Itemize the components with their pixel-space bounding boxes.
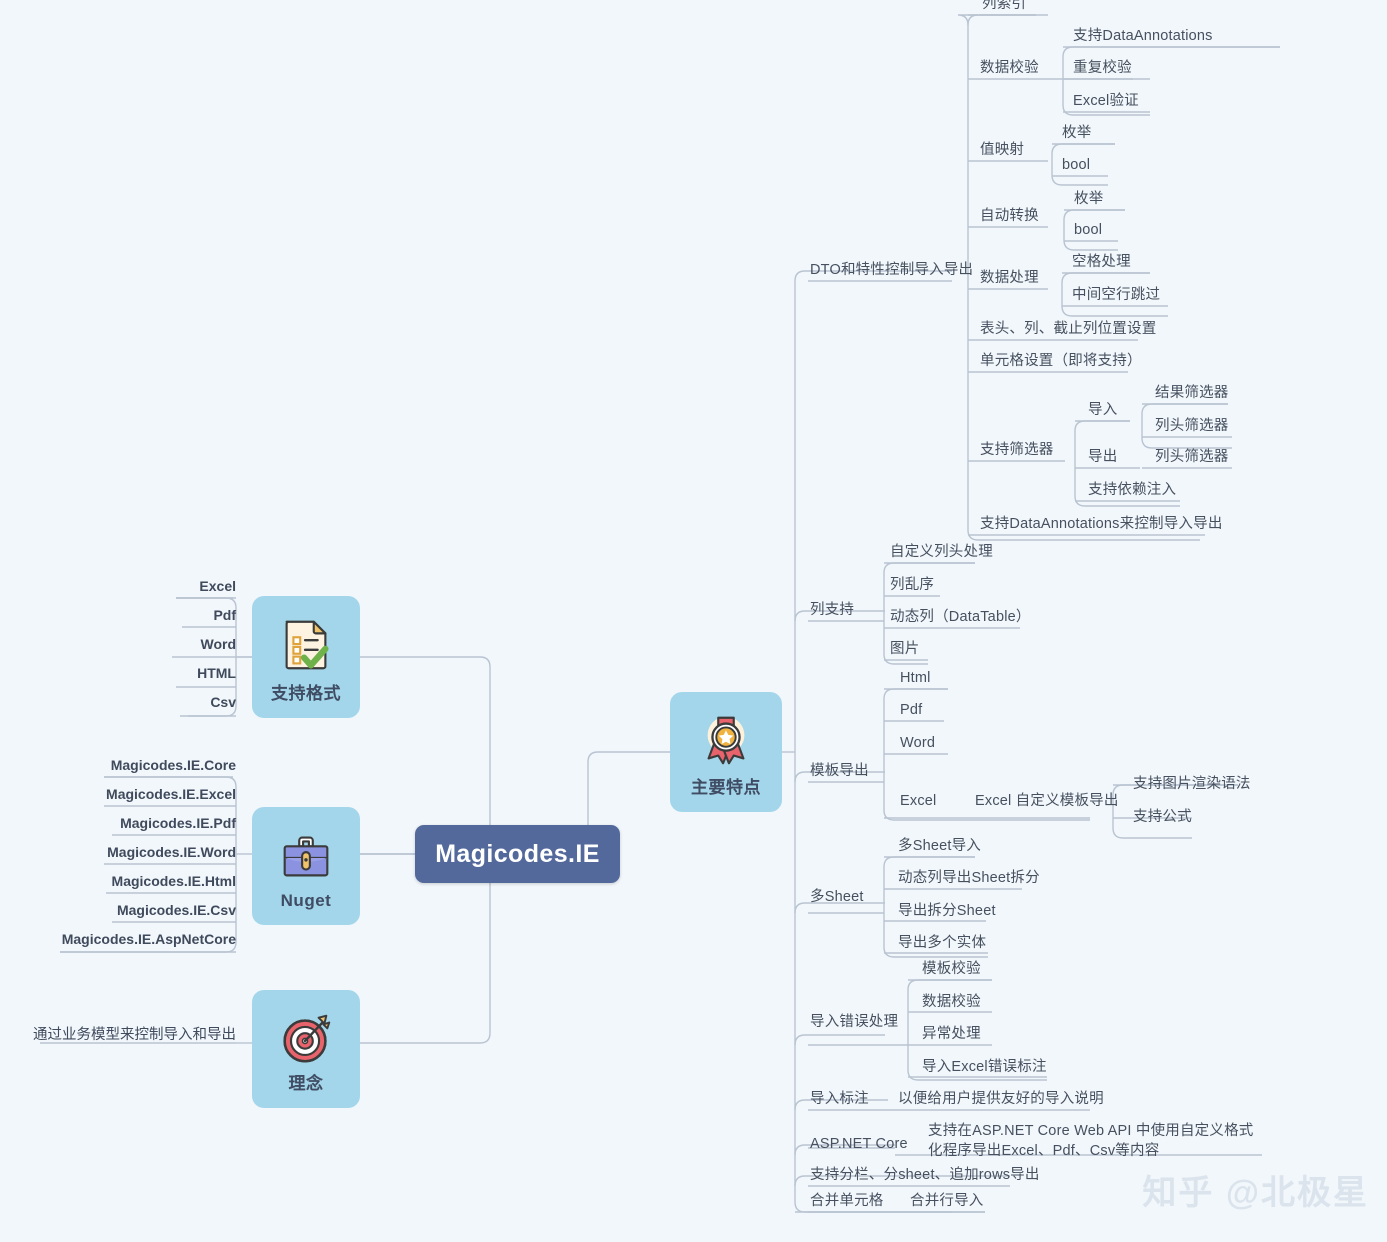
node-import-notes-desc[interactable]: 以便给用户提供友好的导入说明 — [898, 1091, 1104, 1107]
node-export-header-filter[interactable]: 列头筛选器 — [1155, 449, 1229, 465]
leaf-philosophy-desc: 通过业务模型来控制导入和导出 — [33, 1027, 236, 1043]
node-col-image[interactable]: 图片 — [890, 641, 920, 657]
node-dto-cellsetting[interactable]: 单元格设置（即将支持） — [980, 353, 1142, 369]
leaf-format-pdf: Pdf — [213, 607, 236, 623]
card-main-features-label: 主要特点 — [691, 778, 761, 797]
node-err-exception[interactable]: 异常处理 — [922, 1026, 981, 1042]
root-label: Magicodes.IE — [435, 839, 600, 868]
node-autoconv-bool[interactable]: bool — [1074, 222, 1103, 238]
node-validation-duplicate[interactable]: 重复校验 — [1073, 60, 1132, 76]
card-formats-label: 支持格式 — [271, 684, 341, 703]
node-tpl-html[interactable]: Html — [900, 670, 931, 686]
leaf-nuget-html: Magicodes.IE.Html — [111, 873, 236, 889]
node-dto-dataproc[interactable]: 数据处理 — [980, 270, 1039, 286]
root-node[interactable]: Magicodes.IE — [415, 825, 620, 883]
node-dto-dataannotations[interactable]: 支持DataAnnotations来控制导入导出 — [980, 516, 1223, 532]
node-validation-dataannotations[interactable]: 支持DataAnnotations — [1073, 28, 1213, 44]
node-dto-validation[interactable]: 数据校验 — [980, 60, 1039, 76]
leaf-nuget-excel: Magicodes.IE.Excel — [106, 786, 236, 802]
target-icon — [283, 1014, 331, 1063]
node-err-excel-mark[interactable]: 导入Excel错误标注 — [922, 1059, 1047, 1075]
node-autoconv-enum[interactable]: 枚举 — [1074, 191, 1104, 207]
leaf-nuget-core: Magicodes.IE.Core — [110, 757, 236, 773]
node-col-dynamic[interactable]: 动态列（DataTable） — [890, 609, 1031, 625]
node-column-sheet-rows[interactable]: 支持分栏、分sheet、追加rows导出 — [810, 1167, 1040, 1183]
node-col-shuffle[interactable]: 列乱序 — [890, 577, 935, 593]
node-validation-excel[interactable]: Excel验证 — [1073, 93, 1139, 109]
briefcase-icon — [283, 836, 329, 877]
node-merge-rows-import[interactable]: 合并行导入 — [910, 1193, 984, 1209]
node-filters-import[interactable]: 导入 — [1088, 402, 1118, 418]
leaf-nuget-csv: Magicodes.IE.Csv — [116, 902, 236, 918]
leaf-format-html: HTML — [197, 665, 236, 681]
leaf-format-csv: Csv — [210, 694, 236, 710]
node-aspnetcore-desc[interactable]: 支持在ASP.NET Core Web API 中使用自定义格式化程序导出Exc… — [928, 1123, 1254, 1160]
medal-icon — [707, 716, 745, 765]
node-tpl-word[interactable]: Word — [900, 735, 936, 751]
card-nuget-label: Nuget — [280, 891, 332, 910]
node-ms-export-split[interactable]: 导出拆分Sheet — [898, 903, 996, 919]
node-err-template[interactable]: 模板校验 — [922, 961, 981, 977]
node-import-header-filter[interactable]: 列头筛选器 — [1155, 418, 1229, 434]
node-err-data[interactable]: 数据校验 — [922, 994, 981, 1010]
node-tpl-excel-imgsyntax[interactable]: 支持图片渲染语法 — [1133, 776, 1251, 792]
card-philosophy[interactable]: 理念 — [252, 990, 360, 1108]
card-main-features[interactable]: 主要特点 — [670, 692, 782, 812]
node-valuemap-bool[interactable]: bool — [1062, 157, 1091, 173]
card-formats[interactable]: 支持格式 — [252, 596, 360, 718]
document-checklist-icon — [285, 620, 329, 670]
card-philosophy-label: 理念 — [288, 1074, 324, 1093]
leaf-format-excel: Excel — [199, 578, 236, 594]
node-tpl-excel[interactable]: Excel — [900, 793, 937, 809]
node-dto-valuemap[interactable]: 值映射 — [980, 142, 1025, 158]
node-ms-multi-entity[interactable]: 导出多个实体 — [898, 935, 987, 951]
node-aspnetcore[interactable]: ASP.NET Core — [810, 1136, 908, 1152]
node-filters-export[interactable]: 导出 — [1088, 449, 1118, 465]
node-dto-header-col[interactable]: 表头、列、截止列位置设置 — [980, 321, 1157, 337]
leaf-nuget-word: Magicodes.IE.Word — [107, 844, 236, 860]
node-dto[interactable]: DTO和特性控制导入导出 — [810, 262, 974, 278]
node-dto-col-index[interactable]: 列索引 — [982, 0, 1027, 12]
node-tpl-excel-custom[interactable]: Excel 自定义模板导出 — [975, 793, 1119, 809]
node-col-custom-header[interactable]: 自定义列头处理 — [890, 544, 993, 560]
card-nuget[interactable]: Nuget — [252, 807, 360, 925]
leaf-nuget-pdf: Magicodes.IE.Pdf — [120, 815, 236, 831]
node-template-export[interactable]: 模板导出 — [810, 763, 869, 779]
leaf-format-word: Word — [200, 636, 236, 652]
node-tpl-excel-formula[interactable]: 支持公式 — [1133, 809, 1192, 825]
node-column-support[interactable]: 列支持 — [810, 602, 855, 618]
node-tpl-pdf[interactable]: Pdf — [900, 702, 923, 718]
node-ms-import[interactable]: 多Sheet导入 — [898, 838, 981, 854]
node-import-errors[interactable]: 导入错误处理 — [810, 1014, 899, 1030]
node-import-result-filter[interactable]: 结果筛选器 — [1155, 385, 1229, 401]
node-import-notes[interactable]: 导入标注 — [810, 1091, 869, 1107]
node-valuemap-enum[interactable]: 枚举 — [1062, 125, 1092, 141]
watermark: 知乎 @北极星 — [1142, 1174, 1369, 1212]
node-dataproc-skipblank[interactable]: 中间空行跳过 — [1072, 287, 1161, 303]
leaf-nuget-aspnetcore: Magicodes.IE.AspNetCore — [61, 931, 236, 947]
node-multisheet[interactable]: 多Sheet — [810, 889, 864, 905]
node-filters-di[interactable]: 支持依赖注入 — [1088, 482, 1177, 498]
node-dataproc-space[interactable]: 空格处理 — [1072, 254, 1131, 270]
node-dto-autoconv[interactable]: 自动转换 — [980, 208, 1039, 224]
node-ms-dyn-split[interactable]: 动态列导出Sheet拆分 — [898, 870, 1040, 886]
node-dto-filters[interactable]: 支持筛选器 — [980, 442, 1054, 458]
node-merge-cells[interactable]: 合并单元格 — [810, 1193, 884, 1209]
